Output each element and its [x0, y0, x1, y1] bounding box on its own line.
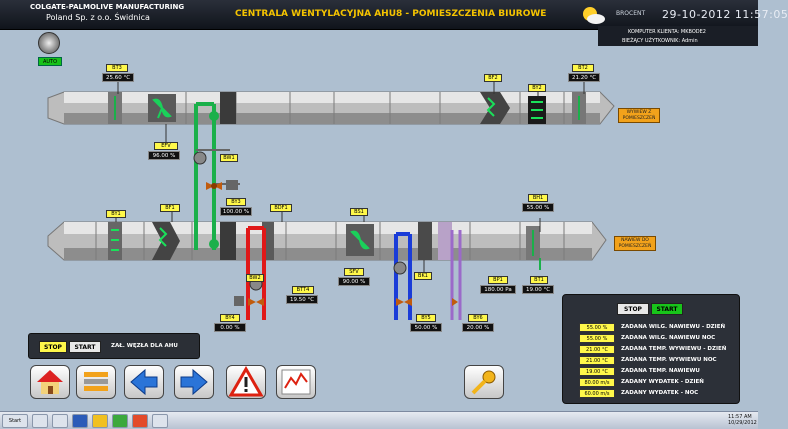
setpoint-value[interactable]: 60.00 m/s	[579, 389, 615, 398]
by3-value: 100.00 %	[220, 207, 252, 216]
bt3-tag: BT3	[106, 64, 128, 72]
list-icon	[84, 372, 108, 391]
setpoint-label: ZADANA WILG. NAWIEWU - DZIEŃ	[621, 324, 726, 330]
setpoint-label: ZADANY WYDATEK - NOC	[621, 390, 699, 396]
process-diagram	[47, 82, 615, 320]
clock-date: 10/29/2012	[728, 420, 757, 426]
warning-icon	[228, 365, 264, 397]
location-label: BROCENT	[616, 10, 646, 17]
page-title: CENTRALA WENTYLACYJNA AHU8 - POMIESZCZEN…	[235, 9, 547, 19]
setpoint-label: ZADANA TEMP. WYWIEWU NOC	[621, 357, 717, 363]
setpoint-value[interactable]: 19.00 °C	[579, 367, 615, 376]
key-icon	[471, 370, 496, 395]
home-icon	[37, 370, 63, 394]
btt4-tag: BTT4	[292, 286, 314, 294]
setpoint-value[interactable]: 80.00 m/s	[579, 378, 615, 387]
sun-cloud-icon	[583, 7, 605, 24]
by4-tag: BY4	[220, 314, 240, 322]
trends-button[interactable]	[276, 365, 316, 399]
bs1-tag: BS1	[350, 208, 368, 216]
ahu-node-panel: STOP START ZAŁ. WĘZŁA DLA AHU	[28, 333, 200, 359]
setpoint-value[interactable]: 55.00 %	[579, 323, 615, 332]
bt1-value: 19.00 °C	[522, 285, 554, 294]
forward-button[interactable]	[174, 365, 214, 399]
setpoint-value[interactable]: 55.00 %	[579, 334, 615, 343]
ahu-node-label: ZAŁ. WĘZŁA DLA AHU	[111, 343, 178, 349]
trend-chart-icon	[281, 369, 311, 395]
bh1-tag: BH1	[528, 194, 548, 202]
list-button[interactable]	[76, 365, 116, 399]
taskbar-app-icon[interactable]	[32, 414, 48, 428]
setpoint-label: ZADANA TEMP. WYWIEWU - DZIEŃ	[621, 346, 727, 352]
efv-value: 96.00 %	[148, 151, 180, 160]
setpoint-value[interactable]: 21.00 °C	[579, 345, 615, 354]
bw1-tag: BW1	[220, 154, 238, 162]
bh1-value: 55.00 %	[522, 203, 554, 212]
back-button[interactable]	[124, 365, 164, 399]
home-button[interactable]	[30, 365, 70, 399]
taskbar-app-icon[interactable]	[52, 414, 68, 428]
bdf1-tag: BDF1	[270, 204, 292, 212]
bt1-tag: BT1	[530, 276, 548, 284]
by6-value: 20.00 %	[462, 323, 494, 332]
bs2-tag: BY2	[528, 84, 546, 92]
exhaust-label: WYWIEW Z POMIESZCZEŃ	[618, 108, 660, 123]
company-name: COLGATE-PALMOLIVE MANUFACTURING	[30, 3, 185, 11]
bw2-tag: BW2	[246, 274, 264, 282]
datetime: 29-10-2012 11:57:05	[662, 8, 788, 21]
start-button[interactable]: START	[69, 341, 101, 353]
by4-value: 0.00 %	[214, 323, 246, 332]
setpoints-panel: STOP START 55.00 % ZADANA WILG. NAWIEWU -…	[562, 294, 740, 404]
setpoint-label: ZADANA TEMP. NAWIEWU	[621, 368, 700, 374]
mode-selector-knob[interactable]	[38, 32, 60, 54]
efv-tag: EFV	[154, 142, 178, 150]
login-button[interactable]	[464, 365, 504, 399]
btt4-value: 19.50 °C	[286, 295, 318, 304]
bk1-tag: BK1	[414, 272, 432, 280]
bt2-value: 21.20 °C	[568, 73, 600, 82]
alarms-button[interactable]	[226, 365, 266, 399]
word-icon[interactable]	[72, 414, 88, 428]
sfv-value: 90.00 %	[338, 277, 370, 286]
session-info-panel	[598, 26, 758, 46]
bf1-tag: BF1	[160, 204, 180, 212]
arrow-right-icon	[180, 368, 208, 396]
taskbar-app-icon[interactable]	[92, 414, 108, 428]
stop-button[interactable]: STOP	[39, 341, 67, 353]
company-sub: Poland Sp. z o.o. Świdnica	[46, 13, 150, 22]
sfv-tag: SFV	[344, 268, 364, 276]
taskbar-app-icon[interactable]	[152, 414, 168, 428]
bt3-value: 25.60 °C	[102, 73, 134, 82]
setpoint-stop-button[interactable]: STOP	[617, 303, 649, 315]
chrome-icon[interactable]	[132, 414, 148, 428]
clock-time: 11:57 AM	[728, 414, 752, 420]
header-bar: COLGATE-PALMOLIVE MANUFACTURING Poland S…	[0, 0, 788, 30]
excel-icon[interactable]	[112, 414, 128, 428]
setpoint-start-button[interactable]: START	[651, 303, 683, 315]
computer-label: KOMPUTER KLIENTA: MKBODE2	[628, 29, 706, 35]
bp1-value: 180.00 Pa	[480, 285, 516, 294]
setpoint-label: ZADANY WYDATEK - DZIEŃ	[621, 379, 704, 385]
setpoint-value[interactable]: 21.00 °C	[579, 356, 615, 365]
start-menu-button[interactable]: Start	[2, 414, 28, 428]
taskbar-clock: 11:57 AM 10/29/2012	[728, 414, 757, 426]
windows-taskbar: Start 11:57 AM 10/29/2012	[0, 411, 758, 429]
arrow-left-icon	[130, 368, 158, 396]
by3-tag: BY3	[226, 198, 246, 206]
bf2-tag: BF2	[484, 74, 502, 82]
by5-tag: BY5	[416, 314, 436, 322]
auto-mode-badge: AUTO	[38, 57, 62, 66]
setpoint-label: ZADANA WILG. NAWIEWU NOC	[621, 335, 716, 341]
by1-tag: BY1	[106, 210, 126, 218]
by5-value: 50.00 %	[410, 323, 442, 332]
user-label: BIEŻĄCY UŻYTKOWNIK: Admin	[622, 38, 698, 44]
bp1-tag: BP1	[488, 276, 508, 284]
by6-tag: BY6	[468, 314, 488, 322]
bt2-tag: BT2	[572, 64, 594, 72]
supply-label: NAWIEW DO POMIESZCZEŃ	[614, 236, 656, 251]
